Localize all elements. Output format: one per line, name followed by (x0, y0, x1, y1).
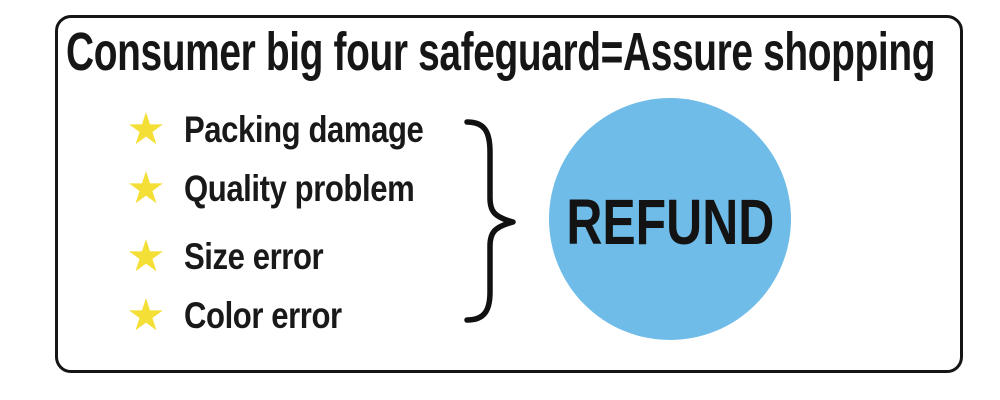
star-icon: ★ (126, 232, 166, 281)
list-item: ★ Packing damage (124, 105, 469, 154)
guarantee-label: Color error (184, 295, 342, 336)
star-icon: ★ (126, 105, 166, 154)
panel-border (55, 15, 963, 373)
refund-label: REFUND (566, 186, 774, 258)
star-icon: ★ (126, 291, 166, 340)
guarantee-label: Packing damage (184, 109, 424, 150)
guarantee-list: ★ Packing damage ★ Quality problem ★ Siz… (124, 105, 469, 340)
panel-title: Consumer big four safeguard=Assure shopp… (66, 22, 936, 82)
list-item: ★ Color error (124, 291, 469, 340)
guarantee-label: Quality problem (184, 168, 415, 209)
list-item: ★ Size error (124, 232, 469, 281)
guarantee-label: Size error (184, 236, 324, 277)
curly-brace-icon (464, 119, 516, 323)
list-item: ★ Quality problem (124, 164, 469, 213)
star-icon: ★ (126, 164, 166, 213)
refund-badge: REFUND (549, 98, 791, 340)
